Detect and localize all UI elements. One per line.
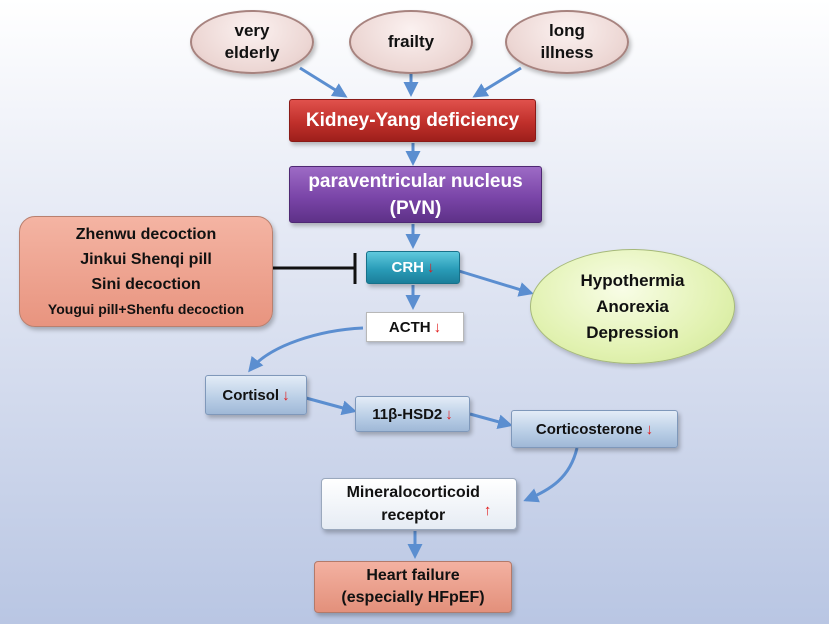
node-frailty: frailty: [349, 10, 473, 74]
node-long-illness-line-1: long: [549, 21, 585, 40]
drug-sini-decoction: Sini decoction: [91, 275, 201, 293]
node-very-elderly-line-2: elderly: [224, 43, 280, 62]
arrow-corticosterone-to-receptor: [523, 447, 579, 503]
node-very-elderly: very elderly: [190, 10, 314, 74]
node-kidney-yang-label: Kidney-Yang deficiency: [305, 109, 520, 131]
node-corticosterone-label: Corticosterone: [535, 420, 643, 438]
node-cortisol-label: Cortisol: [222, 386, 280, 404]
node-acth: ACTH ↓: [366, 312, 464, 342]
down-arrow-icon: ↓: [282, 386, 290, 404]
down-arrow-icon: ↓: [427, 259, 435, 276]
node-pvn-line-2: (PVN): [389, 197, 442, 219]
node-long-illness: long illness: [505, 10, 629, 74]
drug-zhenwu-decoction: Zhenwu decoction: [75, 225, 217, 243]
node-kidney-yang-deficiency: Kidney-Yang deficiency: [289, 99, 536, 142]
node-11b-hsd2: 11β-HSD2 ↓: [355, 396, 470, 432]
arrow-acth-to-cortisol: [248, 326, 364, 373]
node-acth-label: ACTH: [388, 318, 431, 336]
node-heart-failure-line-1: Heart failure: [366, 567, 460, 584]
arrow-illness-to-kidney: [472, 66, 522, 98]
arrow-crh-to-symptoms: [458, 269, 534, 297]
down-arrow-icon: ↓: [645, 420, 654, 438]
node-paraventricular-nucleus: paraventricular nucleus (PVN): [289, 166, 542, 223]
down-arrow-icon: ↓: [433, 318, 442, 336]
node-corticosterone: Corticosterone ↓: [511, 410, 678, 448]
drug-yougui-shenfu: Yougui pill+Shenfu decoction: [47, 300, 245, 317]
node-symptoms: Hypothermia Anorexia Depression: [530, 249, 735, 364]
node-pvn-line-1: paraventricular nucleus: [308, 170, 523, 192]
drug-jinkui-shenqi-pill: Jinkui Shenqi pill: [80, 250, 212, 268]
symptom-hypothermia: Hypothermia: [580, 270, 685, 290]
up-arrow-icon: ↑: [483, 501, 492, 519]
down-arrow-icon: ↓: [445, 405, 453, 423]
symptom-anorexia: Anorexia: [596, 296, 669, 316]
node-crh-label: CRH: [391, 259, 425, 276]
symptom-depression: Depression: [586, 322, 679, 342]
node-crh: CRH ↓: [366, 251, 460, 284]
node-heart-failure-line-2: (especially HFpEF): [341, 589, 485, 606]
arrow-cortisol-to-hsd2: [305, 396, 357, 416]
node-mineralocorticoid-line-1: Mineralocorticoid: [346, 484, 480, 501]
arrow-hsd2-to-corticosterone: [469, 412, 513, 430]
node-mineralocorticoid-receptor: Mineralocorticoid receptor ↑: [321, 478, 517, 530]
arrow-elderly-to-kidney: [299, 66, 348, 98]
node-frailty-label: frailty: [387, 32, 435, 51]
node-hsd2-label: 11β-HSD2: [372, 405, 443, 423]
node-mineralocorticoid-text: Mineralocorticoid receptor: [347, 481, 480, 527]
node-very-elderly-line-1: very: [234, 21, 270, 40]
node-herbal-formulas: Zhenwu decoction Jinkui Shenqi pill Sini…: [19, 216, 273, 327]
node-mineralocorticoid-line-2: receptor: [381, 507, 446, 524]
node-long-illness-line-2: illness: [540, 43, 594, 62]
node-cortisol: Cortisol ↓: [205, 375, 307, 415]
node-heart-failure: Heart failure (especially HFpEF): [314, 561, 512, 613]
